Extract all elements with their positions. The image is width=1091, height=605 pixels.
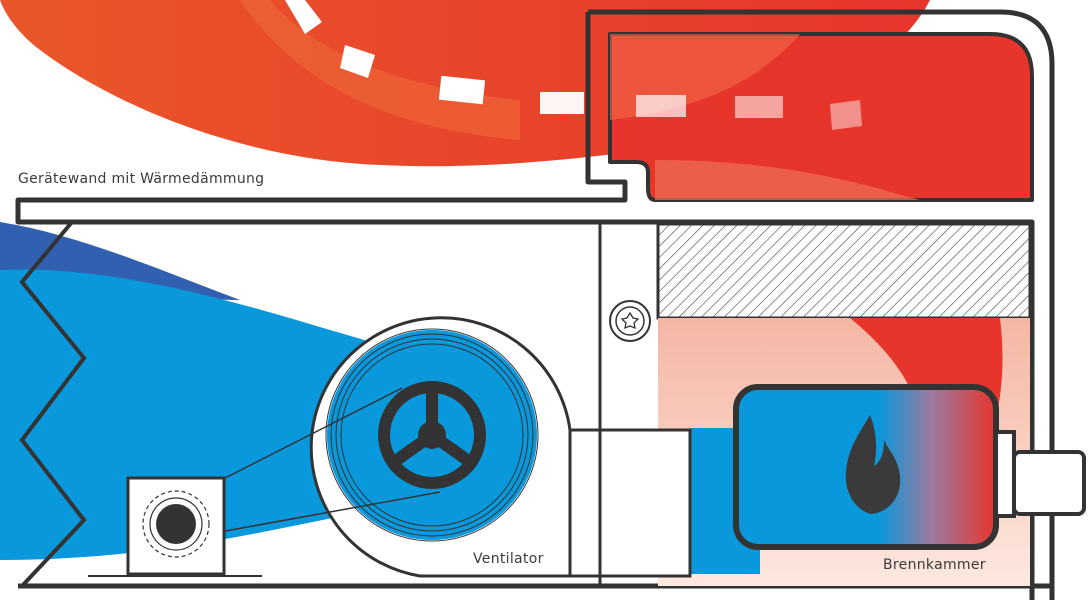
fan-label: Ventilator <box>473 551 544 567</box>
airflow-dashes <box>285 0 584 114</box>
fan-rings <box>325 328 539 542</box>
motor-pulley <box>156 504 196 544</box>
insulation-panel <box>656 222 1032 320</box>
rosette-screw-icon <box>609 300 651 342</box>
burner-connector <box>994 430 1016 518</box>
burner-nozzle <box>1012 450 1086 516</box>
hot-air-highlight <box>240 0 520 140</box>
wall-insulation-label: Gerätewand mit Wärmedämmung <box>18 171 265 187</box>
inlet-louvers <box>19 220 87 588</box>
chamber-dashes <box>636 95 862 130</box>
burner-label: Brennkammer <box>883 557 986 573</box>
chamber-lower-glow <box>655 160 920 200</box>
flame-icon <box>845 415 901 514</box>
